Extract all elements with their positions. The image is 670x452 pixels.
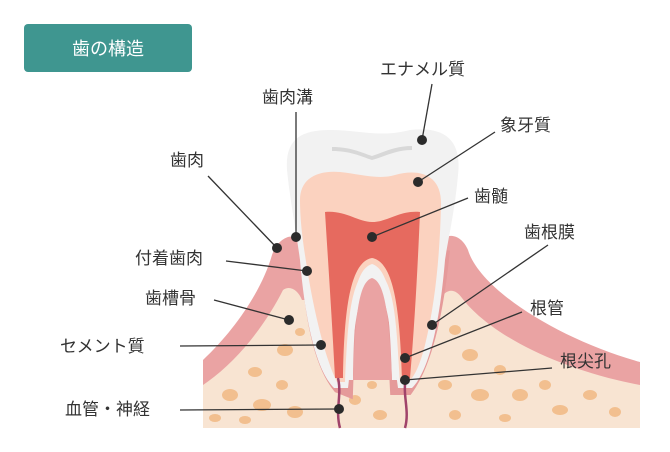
label-gingival-sulcus: 歯肉溝 — [262, 88, 313, 108]
label-periodontal-ligament: 歯根膜 — [524, 223, 575, 243]
title-text: 歯の構造 — [72, 39, 144, 60]
enamel-groove — [332, 146, 412, 160]
label-apical-foramen: 根尖孔 — [560, 352, 611, 372]
label-dentin: 象牙質 — [500, 116, 551, 136]
label-root-canal: 根管 — [530, 299, 564, 319]
marker-dots — [272, 135, 437, 414]
label-vessels-nerves: 血管・神経 — [65, 400, 150, 420]
leader-lines — [179, 83, 553, 411]
inner-gum — [353, 278, 392, 380]
title-badge: 歯の構造 — [24, 24, 192, 72]
vessel-left — [336, 377, 342, 429]
label-attached-gingiva: 付着歯肉 — [135, 249, 203, 269]
label-cementum: セメント質 — [60, 337, 145, 357]
inner-root-sheath — [348, 264, 397, 380]
label-pulp: 歯髄 — [474, 187, 508, 207]
label-gingiva: 歯肉 — [170, 151, 204, 171]
label-enamel: エナメル質 — [380, 60, 465, 80]
label-alveolar-bone: 歯槽骨 — [145, 289, 196, 309]
pulp-shape — [325, 211, 420, 378]
